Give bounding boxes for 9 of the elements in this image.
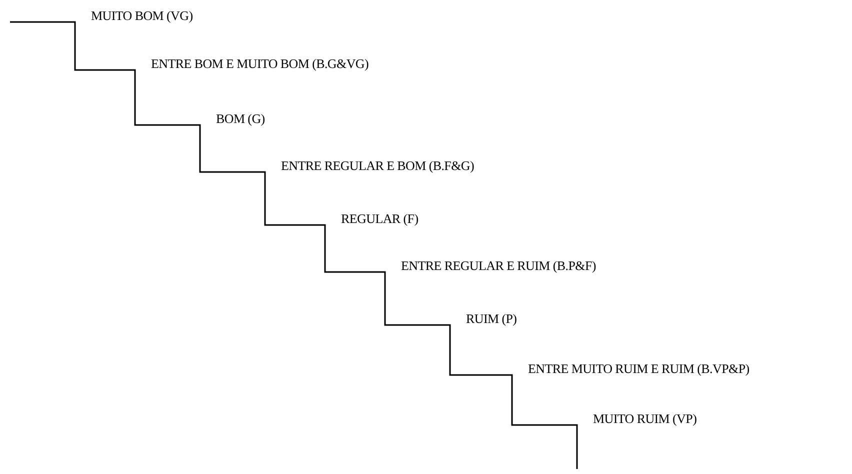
level-label: ENTRE REGULAR E BOM (B.F&G)	[281, 158, 474, 173]
level-label: REGULAR (F)	[341, 211, 418, 226]
level-label: ENTRE MUITO RUIM E RUIM (B.VP&P)	[528, 361, 750, 376]
level-label: MUITO RUIM (VP)	[593, 411, 697, 426]
level-label: MUITO BOM (VG)	[91, 8, 193, 23]
level-label: BOM (G)	[216, 111, 265, 126]
level-label: ENTRE BOM E MUITO BOM (B.G&VG)	[151, 56, 369, 71]
level-label: RUIM (P)	[466, 311, 517, 326]
level-label: ENTRE REGULAR E RUIM (B.P&F)	[401, 258, 596, 273]
